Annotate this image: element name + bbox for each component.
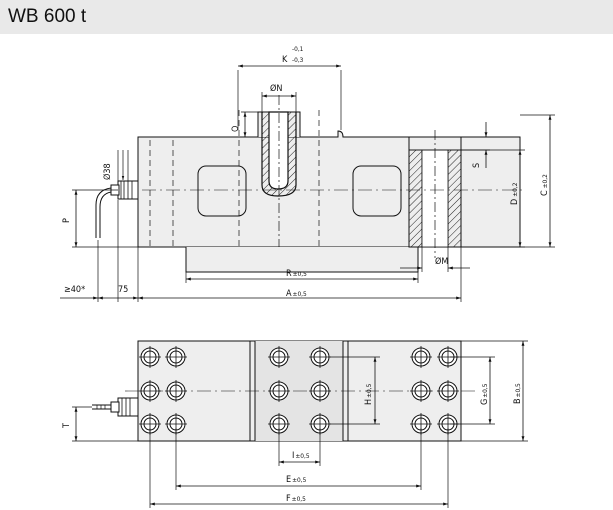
- pin-slot-inner: [268, 111, 289, 190]
- dim-h-tol: ±0,5: [365, 383, 373, 397]
- bolt-hole: [139, 380, 161, 402]
- dim-c-tol: ±0,2: [541, 174, 549, 188]
- dim-d-label: D: [510, 199, 520, 205]
- bolt-hole: [139, 413, 161, 435]
- dim-f-tol: ±0,5: [292, 495, 306, 503]
- mounting-holes: [139, 346, 459, 435]
- svg-text:A±0,5: A±0,5: [286, 289, 307, 299]
- svg-text:B±0,5: B±0,5: [513, 383, 523, 404]
- dim-h-label: H: [364, 399, 374, 405]
- svg-text:R±0,5: R±0,5: [286, 269, 307, 279]
- dim-75-label: 75: [118, 285, 128, 295]
- bolt-hole: [139, 346, 161, 368]
- dim-k-tol-upper: -0,1: [292, 45, 304, 53]
- base-step: [185, 247, 419, 273]
- dim-b-label: B: [513, 398, 523, 404]
- bolt-hole: [268, 380, 290, 402]
- dim-f-label: F: [286, 494, 291, 504]
- dim-i-label: I: [292, 451, 294, 461]
- dim-d-tol: ±0,2: [511, 182, 519, 196]
- dim-k-tol-lower: -0,3: [292, 56, 304, 64]
- bolt-hole: [309, 380, 331, 402]
- svg-text:H±0,5: H ±0,5: [364, 383, 374, 405]
- dim-i-tol: ±0,5: [295, 452, 309, 460]
- bolt-hole: [437, 380, 459, 402]
- svg-text:I±0,5: I±0,5: [292, 451, 310, 461]
- bolt-hole: [309, 346, 331, 368]
- svg-text:G±0,5: G ±0,5: [480, 383, 490, 405]
- svg-text:F±0,5: F±0,5: [286, 494, 306, 504]
- page-title: WB 600 t: [8, 6, 87, 27]
- bottom-view: T H±0,5 G±0,5 B±0,5 I±0,5: [62, 340, 528, 508]
- dim-b-tol: ±0,5: [514, 383, 522, 397]
- dim-r-tol: ±0,5: [293, 270, 307, 278]
- dim-t-label: T: [62, 423, 72, 429]
- dim-k-label: K: [282, 55, 288, 65]
- dim-a-tol: ±0,5: [293, 290, 307, 298]
- bolt-hole: [410, 380, 432, 402]
- bolt-hole: [165, 346, 187, 368]
- svg-text:E±0,5: E±0,5: [286, 475, 307, 485]
- sensor-window-left: [197, 165, 247, 217]
- dim-g-label: G: [480, 399, 490, 405]
- cable-gland: [95, 180, 139, 238]
- header-bar: WB 600 t: [0, 0, 613, 34]
- dim-p-label: P: [62, 218, 72, 223]
- bolt-hole: [268, 346, 290, 368]
- dim-o-label: O: [231, 126, 241, 132]
- svg-text:C±0,2: C ±0,2: [540, 174, 550, 196]
- cable-gland-bottom: [92, 397, 139, 417]
- svg-text:D±0,2: D ±0,2: [510, 182, 520, 205]
- dim-e-tol: ±0,5: [292, 476, 306, 484]
- top-view: K -0,1 -0,3 ØN O S D ±0,2 C ±0,2: [60, 45, 555, 302]
- load-cell-body: [137, 130, 521, 248]
- bolt-hole: [165, 413, 187, 435]
- bolt-hole: [165, 380, 187, 402]
- dim-g-tol: ±0,5: [481, 383, 489, 397]
- dim-s-label: S: [472, 163, 482, 168]
- dim-m-label: ØM: [435, 256, 448, 267]
- dim-n-label: ØN: [270, 83, 282, 94]
- dim-cable-length-label: ≥40*: [64, 285, 85, 295]
- dim-cable-dia-label: Ø38: [102, 163, 113, 180]
- dim-c-label: C: [540, 190, 550, 196]
- dim-a-label: A: [286, 289, 292, 299]
- sensor-window-right: [352, 165, 402, 217]
- dim-r-label: R: [286, 269, 292, 279]
- dim-e-label: E: [286, 475, 291, 485]
- bolt-hole: [410, 346, 432, 368]
